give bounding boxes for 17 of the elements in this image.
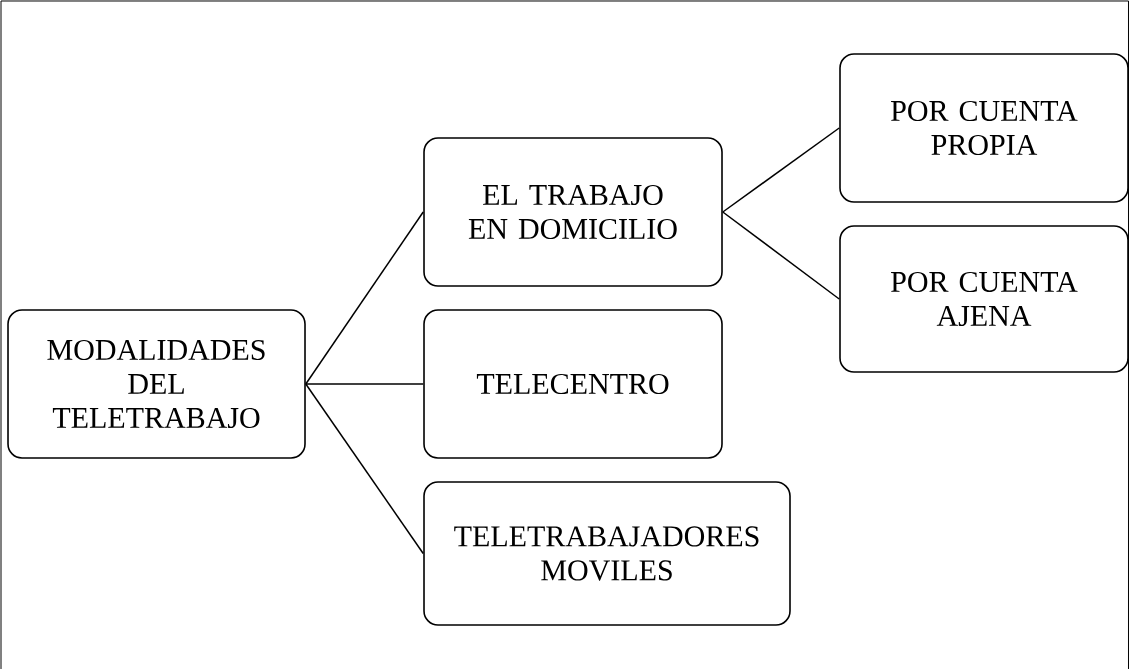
connector-line [305,383,424,385]
box-label: TELECENTRO [476,373,669,395]
box [423,137,723,287]
box-label: POR CUENTA AJENA [891,271,1078,327]
box-label: TELETRABAJADORES MOVILES [454,526,759,581]
box-label: EL TRABAJO EN DOMICILIO [468,184,677,240]
box-label: MODALIDADES DEL TELETRABAJO [47,339,265,429]
box-label: POR CUENTA PROPIA [891,100,1078,156]
box [7,309,306,459]
connector-line [305,383,424,555]
connector-line [305,211,424,385]
connector-line [722,127,840,213]
box [839,53,1129,203]
box [839,225,1129,373]
connector-line [722,211,840,300]
box [423,309,723,459]
box [423,481,791,626]
